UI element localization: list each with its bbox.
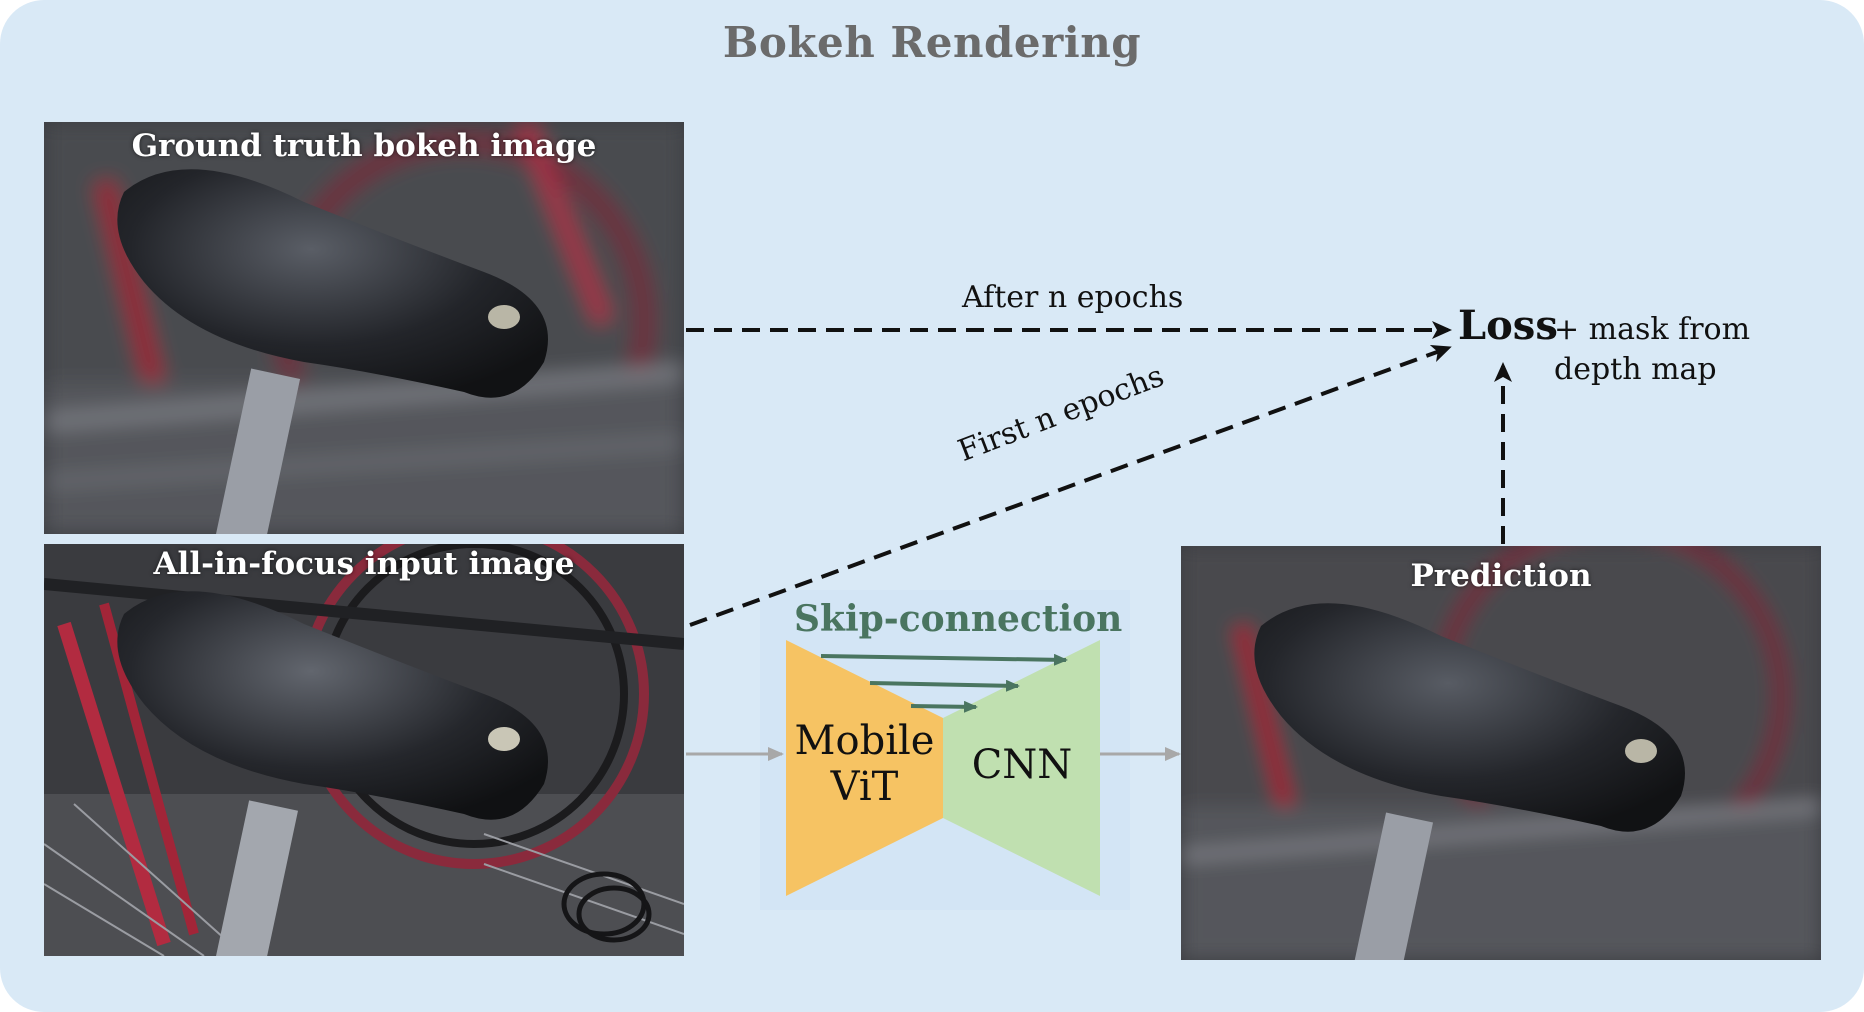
mask-note: + mask from depth map [1554,310,1750,390]
encoder-label: Mobile ViT [786,718,943,810]
encoder-label-line2: ViT [830,764,899,810]
diagram-title: Bokeh Rendering [722,18,1142,67]
skip-connection-label: Skip-connection [794,598,1123,640]
encoder-label-line1: Mobile [794,718,935,764]
loss-label: Loss [1458,302,1558,349]
input-image: All-in-focus input image [44,544,684,956]
mask-note-line1: + mask from [1554,312,1751,347]
ground-truth-label: Ground truth bokeh image [131,128,597,164]
prediction-label: Prediction [1410,558,1592,594]
decoder-label: CNN [971,742,1073,788]
input-photo-graphic [44,544,684,956]
after-epochs-label: After n epochs [962,280,1184,315]
mask-note-line2: depth map [1554,352,1717,387]
ground-truth-photo-graphic [44,122,684,534]
ground-truth-image: Ground truth bokeh image [44,122,684,534]
input-label: All-in-focus input image [153,546,575,582]
prediction-image: Prediction [1181,546,1821,960]
prediction-photo-graphic [1181,546,1821,960]
